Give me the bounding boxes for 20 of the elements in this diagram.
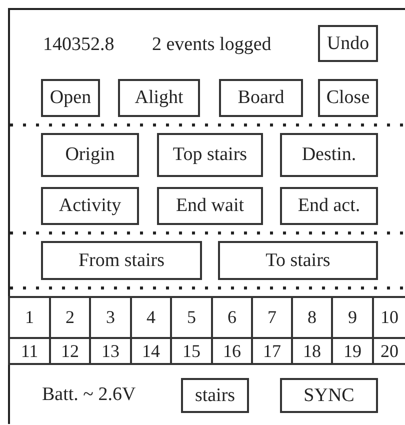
number-button: 11	[8, 337, 51, 365]
button: Top stairs	[157, 133, 263, 177]
button: Board	[219, 79, 303, 117]
button: Origin	[41, 133, 139, 177]
battery-text: Batt. ~ 2.6V	[42, 384, 136, 406]
button: End act.	[280, 187, 378, 225]
button: Open	[41, 79, 100, 117]
button: SYNC	[280, 378, 378, 413]
button: Undo	[318, 25, 378, 62]
button: Alight	[118, 79, 200, 117]
timestamp-text: 140352.8	[43, 34, 114, 56]
status-text: 2 events logged	[152, 34, 272, 56]
number-button: 1	[8, 296, 51, 339]
button: stairs	[181, 378, 249, 413]
button: Close	[318, 79, 378, 117]
button: Activity	[41, 187, 139, 225]
button: End wait	[157, 187, 263, 225]
button: To stairs	[218, 241, 378, 280]
button: Destin.	[280, 133, 378, 177]
button: From stairs	[41, 241, 202, 280]
